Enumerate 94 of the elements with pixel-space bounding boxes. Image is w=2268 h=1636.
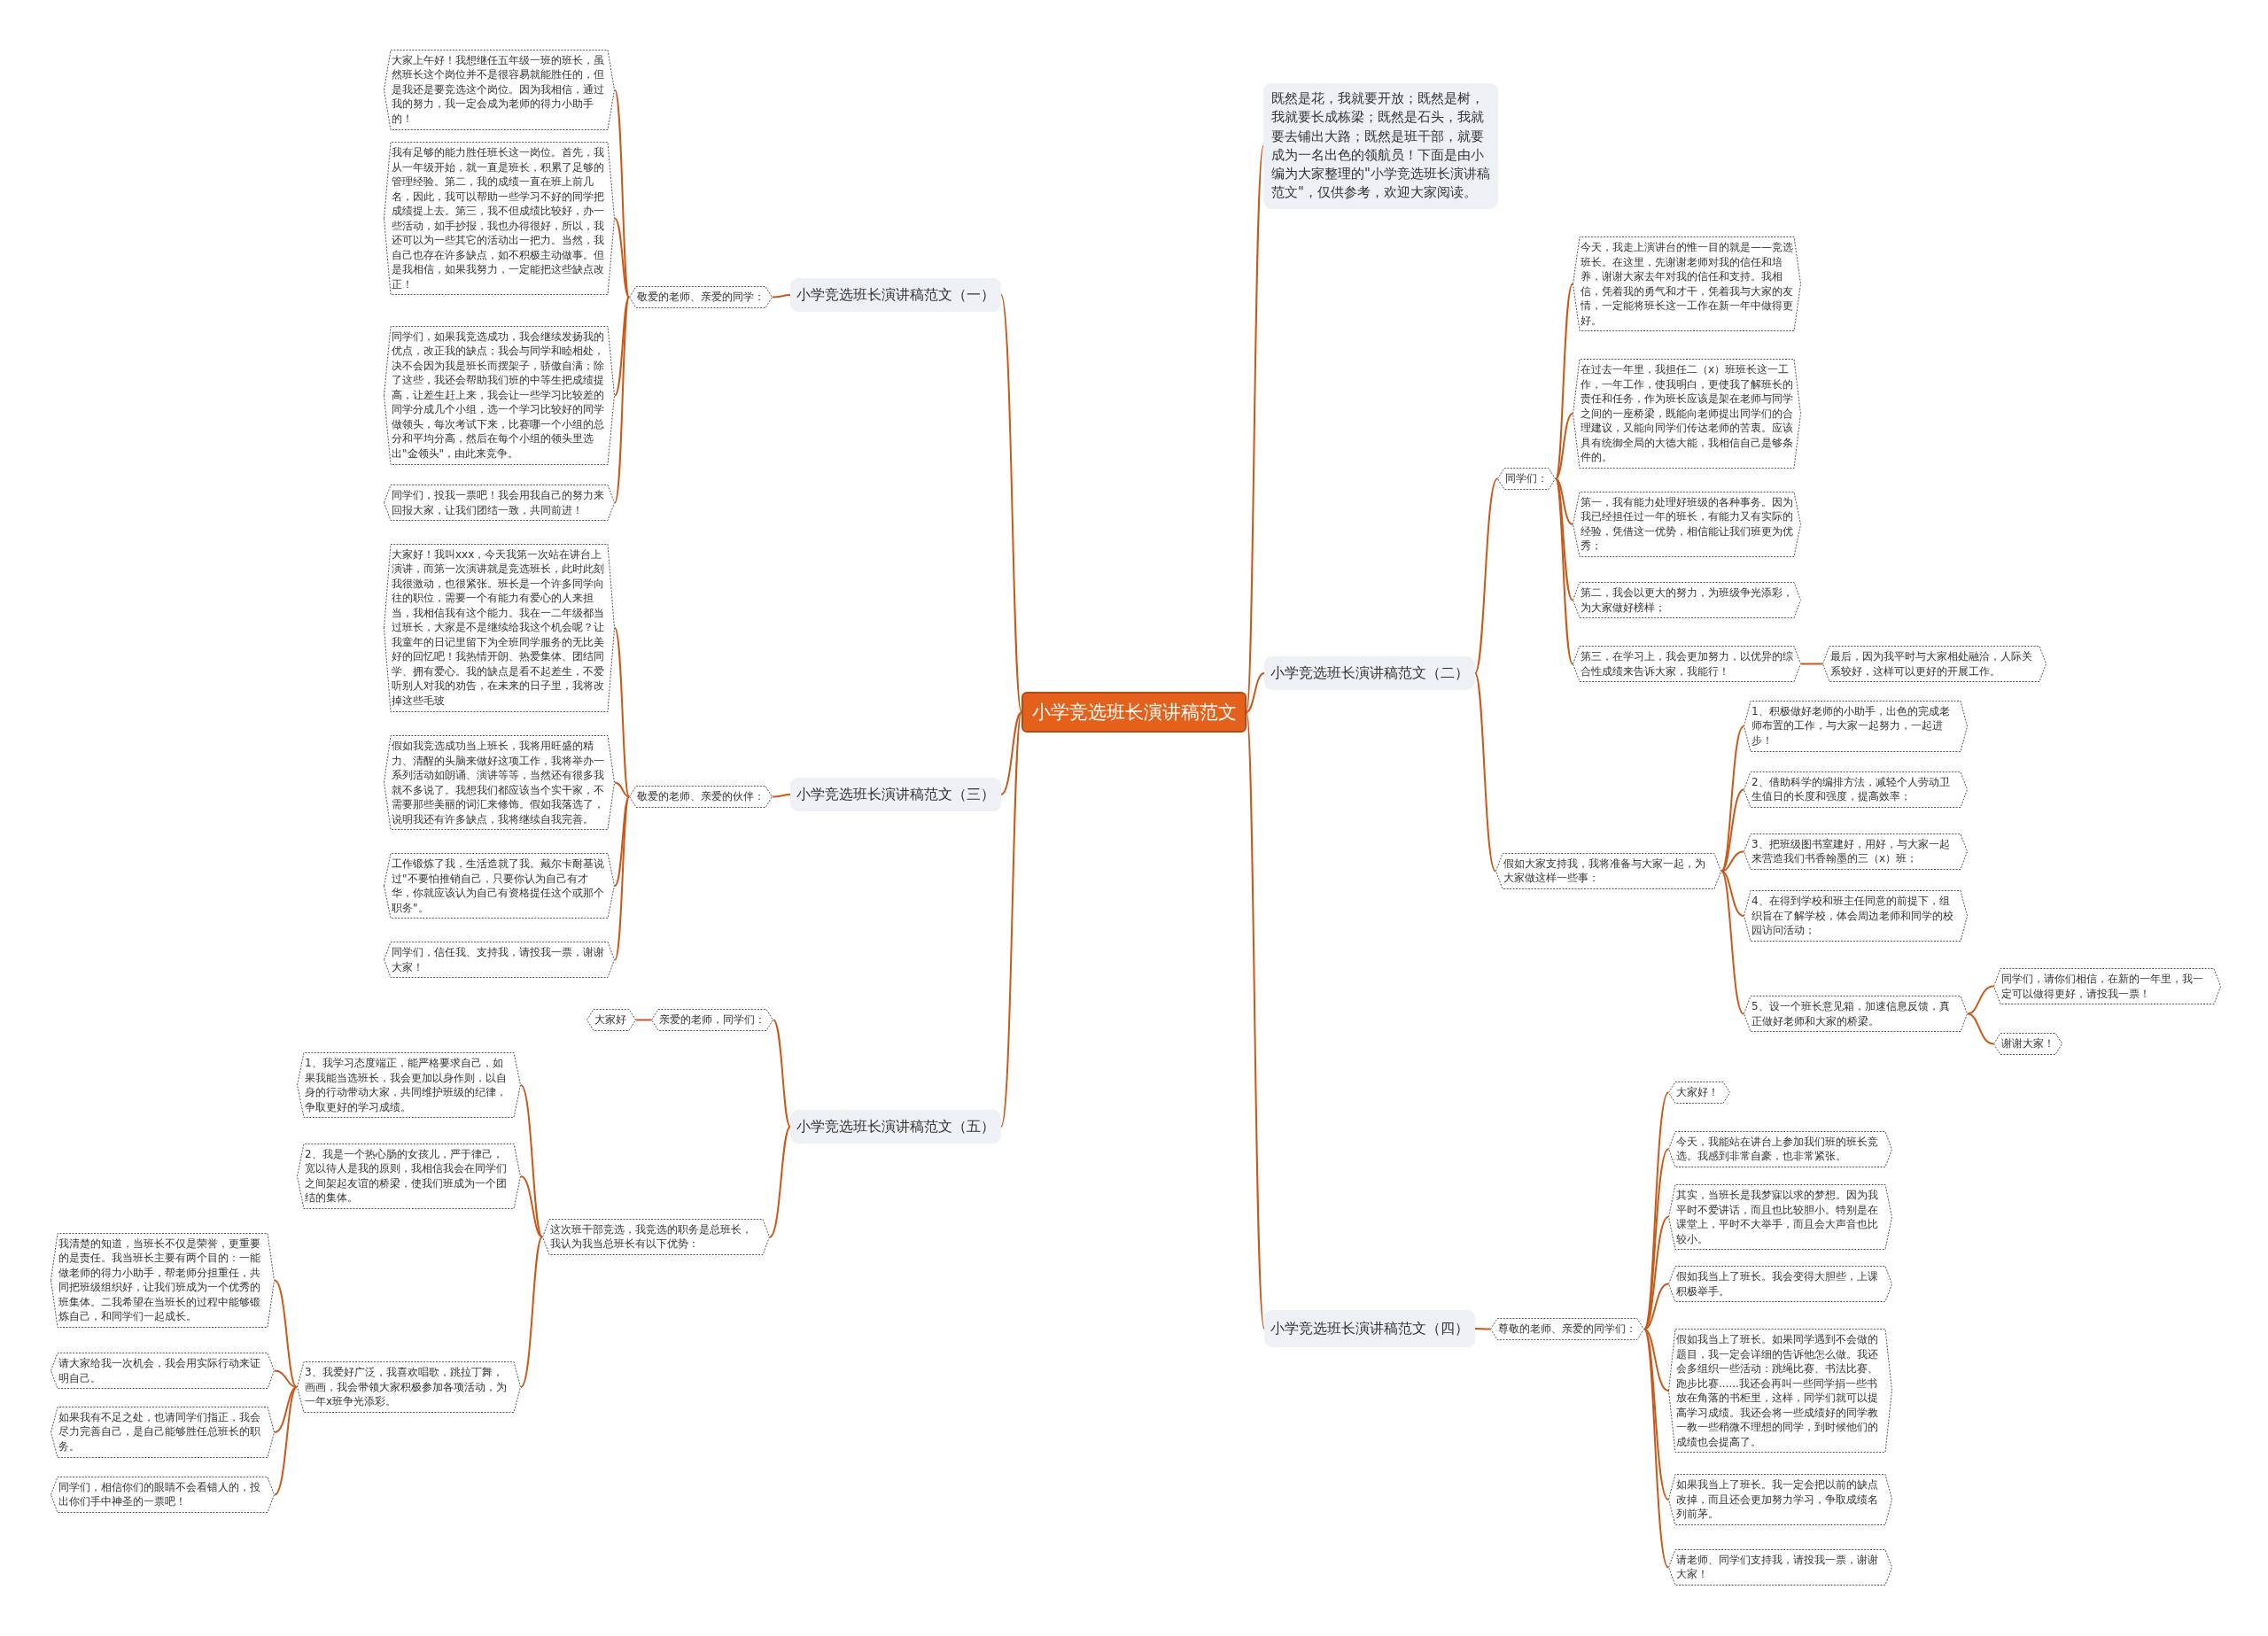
connector-line <box>520 1175 543 1238</box>
text-box: 假如我当上了班长。我会变得大胆些，上课积极举手。 <box>1668 1266 1892 1303</box>
connector-line <box>614 627 630 798</box>
connector-line <box>1720 850 1744 872</box>
connector-line <box>274 1369 298 1388</box>
text-box: 同学们，请你们相信，在新的一年里，我一定可以做得更好，请投我一票！ <box>1993 968 2221 1005</box>
connector-line <box>772 294 791 299</box>
text-box: 假如我当上了班长。如果同学遇到不会做的题目，我一定会详细的告诉他怎么做。我还会多组织一些活动：跳绳比赛、书法比赛、跑步比赛......我还会再叫一些同学捐一些书放在角落的书柜里，这样，同学们就可以提高学习成绩。我还会将一些成绩好的同学教一教一些稍微不理想的同学，到时候他们的成绩也会提高了。 <box>1668 1329 1892 1454</box>
topic-box: 小学竞选班长演讲稿范文（三） <box>790 778 1001 811</box>
text-box: 大家好！我叫xxx，今天我第一次站在讲台上演讲，而第一次演讲就是竞选班长，此时此刻我很激动，也很紧张。班长是一个许多同学向往的职位，需要一个有能力有爱心的人来担当，我相信我有这个能力。我在一二年级都当过班长，大家是不是继续给我这个机会呢？让我童年的日记里留下为全班同学服务的无比美好的回忆吧！我热情开朗、热爱集体、团结同学、拥有爱心。我的缺点是看不起差生，不爱听别人对我的劝告，在未来的日子里，我将改掉这些毛玻 <box>384 543 615 712</box>
connector-line <box>1967 985 1994 1015</box>
connector-line <box>1246 672 1265 713</box>
text-box: 亲爱的老师，同学们： <box>651 1008 773 1031</box>
connector-line <box>274 1386 298 1433</box>
text-box: 1、积极做好老师的小助手，出色的完成老师布置的工作，与大家一起努力，一起进步！ <box>1744 700 1968 752</box>
connector-line <box>1643 1328 1669 1569</box>
connector-line <box>773 1019 791 1128</box>
text-box: 如果我当上了班长。我一定会把以前的缺点改掉，而且还会更加努力学习，争取成绩名列前茅。 <box>1668 1474 1892 1525</box>
connector-line <box>1555 477 1573 525</box>
text-box: 敬爱的老师、亲爱的伙伴： <box>629 785 773 808</box>
text-box: 假如我竞选成功当上班长，我将用旺盛的精力、清醒的头脑来做好这项工作，我将举办一系列活动如朗诵、演讲等等，当然还有很多我就不多说了。我想我们都应该当个实干家，不需要那些美丽的词汇来修饰。假如我落选了，说明我还有许多缺点，我将继续自我完善。 <box>384 735 615 831</box>
connector-line <box>1643 1283 1669 1330</box>
text-box: 5、设一个班长意见箱，加速信息反馈，真正做好老师和大家的桥梁。 <box>1744 996 1968 1033</box>
connector-line <box>769 1126 791 1238</box>
text-box: 谢谢大家！ <box>1993 1032 2062 1055</box>
text-box: 2、我是一个热心肠的女孩儿，严于律己，宽以待人是我的原则，我相信我会在同学们之间架起友谊的桥梁，使我们班成为一个团结的集体。 <box>297 1143 521 1209</box>
intro-text-box: 既然是花，我就要开放；既然是树，我就要长成栋梁；既然是石头，我就要去铺出大路；既然是班干部，就要成为一名出色的领航员！下面是由小编为大家整理的"小学竞选班长演讲稿范文"，仅供参考，欢迎大家阅读。 <box>1263 83 1498 209</box>
connector-line <box>635 1019 652 1021</box>
connector-line <box>614 781 630 798</box>
text-box: 2、借助科学的编排方法，减轻个人劳动卫生值日的长度和强度，提高效率； <box>1744 771 1968 808</box>
topic-box: 小学竞选班长演讲稿范文（四） <box>1264 1310 1475 1347</box>
connector-line <box>614 217 630 299</box>
text-box: 请大家给我一次机会，我会用实际行动来证明自己。 <box>50 1353 275 1390</box>
connector-line <box>1000 294 1022 713</box>
connector-line <box>1555 413 1573 480</box>
connector-line <box>1720 870 1744 917</box>
connector-line <box>1800 663 1823 665</box>
connector-line <box>614 89 630 299</box>
central-topic: 小学竞选班长演讲稿范文 <box>1021 692 1247 733</box>
text-box: 工作锻炼了我，生活造就了我。戴尔卡耐基说过"不要怕推销自己，只要你认为自己有才华，你就应该认为自己有资格提任这个或那个职务"。 <box>384 853 615 919</box>
text-box: 今天，我走上演讲台的惟一目的就是——竞选班长。在这里，先谢谢老师对我的信任和培养，谢谢大家去年对我的信任和支持。我相信，凭着我的勇气和才干，凭着我与大家的友情，一定能将班长这一工作在新一年中做得更好。 <box>1573 236 1801 332</box>
connector-line <box>520 1084 543 1238</box>
connector-line <box>772 794 791 798</box>
text-box: 敬爱的老师、亲爱的同学： <box>629 285 773 308</box>
text-box: 请老师、同学们支持我，请投我一票，谢谢大家！ <box>1668 1548 1892 1586</box>
connector-line <box>614 795 630 961</box>
text-box: 3、把班级图书室建好，用好，与大家一起来营造我们书香翰墨的三（x）班； <box>1744 833 1968 870</box>
connector-line <box>1474 1328 1491 1330</box>
connector-line <box>614 296 630 504</box>
text-box: 第二，我会以更大的努力，为班级争光添彩，为大家做好榜样； <box>1573 582 1801 619</box>
text-box: 同学们，相信你们的眼睛不会看错人的，投出你们手中神圣的一票吧！ <box>50 1476 275 1513</box>
text-box: 其实，当班长是我梦寐以求的梦想。因为我平时不爱讲话，而且也比较胆小。特别是在课堂上，平时不大举手，而且会大声音也比较小。 <box>1668 1184 1892 1251</box>
connector-line <box>1000 711 1022 795</box>
text-box: 最后，因为我平时与大家相处融洽，人际关系较好，这样可以更好的开展工作。 <box>1822 646 2047 683</box>
connector-line <box>274 1386 298 1496</box>
connector-line <box>1474 672 1496 872</box>
connector-line <box>1720 788 1744 872</box>
text-box: 今天，我能站在讲台上参加我们班的班长竞选。我感到非常自豪，也非常紧张。 <box>1668 1130 1892 1167</box>
text-box: 3、我爱好广泛，我喜欢唱歌，跳拉丁舞，画画，我会带领大家积极参加各项活动，为一年x班争光添彩。 <box>297 1361 521 1413</box>
text-box: 大家上午好！我想继任五年级一班的班长，虽然班长这个岗位并不是很容易就能胜任的，但是我还是要竞选这个岗位。因为我相信，通过我的努力，我一定会成为老师的得力小助手的！ <box>384 49 615 130</box>
text-box: 这次班干部竞选，我竞选的职务是总班长，我认为我当总班长有以下优势： <box>542 1218 770 1255</box>
text-box: 同学们，投我一票吧！我会用我自己的努力来回报大家，让我们团结一致，共同前进！ <box>384 485 615 522</box>
connector-line <box>1720 870 1744 1015</box>
connector-line <box>1555 477 1573 601</box>
text-box: 如果我有不足之处，也请同学们指正，我会尽力完善自己，是自己能够胜任总班长的职务。 <box>50 1406 275 1458</box>
connector-line <box>1967 1012 1994 1045</box>
text-box: 大家好！ <box>1668 1081 1730 1104</box>
connector-line <box>614 795 630 887</box>
text-box: 4、在得到学校和班主任同意的前提下，组织旨在了解学校，体会周边老师和同学的校园访问活动； <box>1744 890 1968 942</box>
text-box: 第一，我有能力处理好班级的各种事务。因为我已经担任过一年的班长，有能力又有实际的经验，凭借这一优势，相信能让我们班更为优秀； <box>1573 491 1801 557</box>
text-box: 我有足够的能力胜任班长这一岗位。首先，我从一年级开始，就一直是班长，积累了足够的管理经验。第二，我的成绩一直在班上前几名，因此，我可以帮助一些学习不好的同学把成绩提上去。第三，我不但成绩比较好，办一些活动，如手抄报，我也办得很好，所以，我还可以为一些其它的活动出一把力。当然，我自己也存在许多缺点，如不积极主动做事。但是我相信，如果我努力，一定能把这些缺点改正！ <box>384 142 615 296</box>
connector-line <box>1474 477 1498 674</box>
connector-line <box>1246 711 1265 1330</box>
text-box: 大家好 <box>586 1008 636 1031</box>
connector-line <box>1555 477 1573 665</box>
topic-box: 小学竞选班长演讲稿范文（一） <box>790 278 1001 312</box>
text-box: 同学们，如果我竞选成功，我会继续发扬我的优点，改正我的缺点；我会与同学和睦相处，决不会因为我是班长而摆架子，骄傲自满；除了这些，我还会帮助我们班的中等生把成绩提高，让差生赶上来，我会让一些学习比较差的同学分成几个小组，选一个学习比较好的同学做领头，每次考试下来，比赛哪一个小组的总分和平均分高，然后在每个小组的领头里选出"金领头"，由此来竞争。 <box>384 325 615 465</box>
text-box: 我清楚的知道，当班长不仅是荣誉，更重要的是责任。我当班长主要有两个目的：一能做老师的得力小助手，帮老师分担重任，共同把班级组织好，让我们班成为一个优秀的班集体。二我希望在当班长的过程中能够锻炼自己，和同学们一起成长。 <box>50 1232 275 1328</box>
connector-line <box>1246 145 1264 713</box>
text-box: 第三，在学习上，我会更加努力，以优异的综合性成绩来告诉大家，我能行！ <box>1573 646 1801 683</box>
text-box: 1、我学习态度端正，能严格要求自己，如果我能当选班长，我会更加以身作则，以自身的行动带动大家，共同维护班级的纪律，争取更好的学习成绩。 <box>297 1052 521 1119</box>
connector-line <box>274 1279 298 1388</box>
text-box: 同学们： <box>1497 467 1556 490</box>
text-box: 尊敬的老师、亲爱的同学们： <box>1490 1318 1644 1340</box>
connector-line <box>1643 1328 1669 1500</box>
connector-line <box>520 1236 543 1388</box>
text-box: 假如大家支持我，我将准备与大家一起，为大家做这样一些事： <box>1495 852 1721 889</box>
text-box: 在过去一年里，我担任二（x）班班长这一工作，一年工作，使我明白，更使我了解班长的责任和任务，作为班长应该是架在老师与同学之间的一座桥梁，既能向老师提出同学们的合理建议，又能向同学们传达老师的苦衷。应该具有统御全局的大德大能，我相信自己是够条件的。 <box>1573 359 1801 469</box>
connector-line <box>1000 711 1022 1128</box>
connector-line <box>1643 1216 1669 1330</box>
text-box: 同学们，信任我、支持我，请投我一票，谢谢大家！ <box>384 942 615 979</box>
topic-box: 小学竞选班长演讲稿范文（二） <box>1264 656 1475 690</box>
connector-line <box>1643 1328 1669 1392</box>
topic-box: 小学竞选班长演讲稿范文（五） <box>790 1110 1001 1144</box>
